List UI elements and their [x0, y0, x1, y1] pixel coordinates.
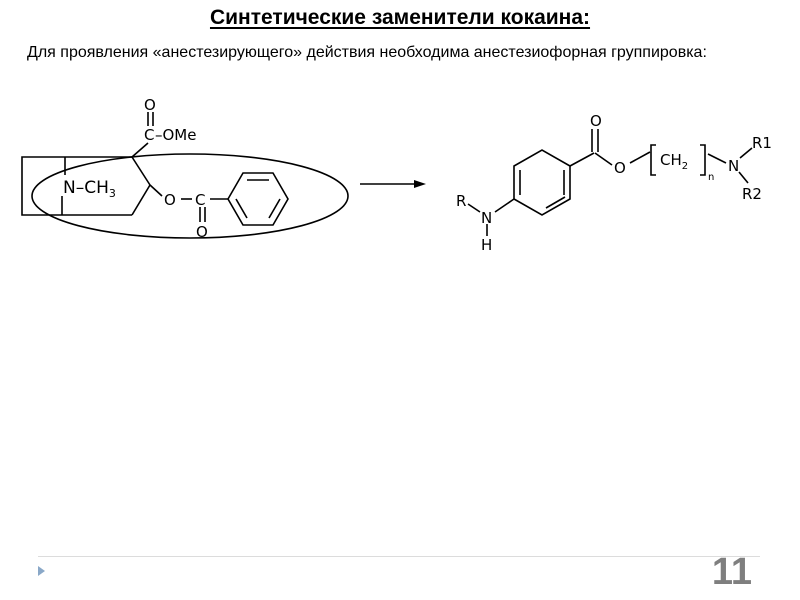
cocaine-bridge-o-label: O — [164, 191, 176, 209]
cocaine-ester-c-label: C — [144, 126, 154, 144]
pharmacophore-labels: R N H O O CH2 n N R1 R2 — [456, 112, 772, 254]
cocaine-ring-bond — [131, 156, 151, 186]
cocaine-ring-bond — [21, 156, 65, 216]
pharmacophore-benzene-ring — [513, 149, 571, 216]
pharmacophore-r-n-bond — [467, 203, 481, 213]
pharmacophore-n-subscript: n — [708, 172, 714, 183]
pharmacophore-r1-label: R1 — [752, 134, 772, 152]
cocaine-amine-text: N–CH — [63, 178, 109, 198]
cocaine-benzoyl-c-label: C — [195, 191, 205, 209]
cocaine-amine-label: N–CH3 — [63, 178, 116, 200]
pharmacophore-nh-n-label: N — [481, 209, 492, 227]
cocaine-amine-subscript: 3 — [109, 187, 116, 200]
pharmacophore-n-r1-bond — [739, 147, 753, 159]
pharmacophore-ch2-subscript: 2 — [682, 161, 688, 172]
pharmacophore-ring-carbonyl-bond — [569, 152, 595, 167]
pharmacophore-ester-o-label: O — [614, 159, 626, 177]
pharmacophore-left-bracket — [650, 144, 656, 176]
slide-title: Синтетические заменители кокаина: — [209, 6, 591, 29]
pharmacophore-n-ring-bond — [494, 198, 515, 213]
pharmacophore-r-label: R — [456, 192, 466, 210]
footer-divider — [38, 556, 760, 557]
pharmacophore-tertiary-n-label: N — [728, 157, 739, 175]
cocaine-benzene-ring — [227, 172, 289, 226]
pharmacophore-ch2-label: CH2 — [660, 151, 688, 172]
pharmacophore-ch2-text: CH — [660, 151, 682, 169]
pharmacophore-right-bracket — [700, 144, 706, 176]
cocaine-benzoyl-o-label: O — [196, 223, 208, 241]
slide-body-text: Для проявления «анестезирующего» действи… — [27, 44, 707, 61]
cocaine-benzene-double-bond — [235, 198, 248, 219]
pharmacophore-o-chain-bond — [629, 151, 651, 164]
pharmacophore-benzene-double-bond — [545, 196, 566, 209]
footer-arrow-icon — [38, 566, 45, 576]
cocaine-structure — [21, 112, 349, 239]
cocaine-labels: O C –OMe N–CH3 O C O — [63, 96, 208, 241]
pharmacophore-chain-n-bond — [707, 153, 727, 164]
cocaine-ring-bond — [131, 184, 151, 216]
cocaine-ester-ome-label: –OMe — [155, 126, 196, 144]
pharmacophore-r2-label: R2 — [742, 185, 762, 203]
cocaine-ester-bond — [131, 142, 149, 158]
cocaine-carbonyl-o-label: O — [144, 96, 156, 114]
chemistry-diagram: O C –OMe N–CH3 O C O — [21, 96, 772, 254]
pharmacophore-ester-bond — [594, 152, 613, 166]
page-number: 11 — [711, 551, 752, 593]
pharmacophore-structure — [467, 129, 753, 236]
cocaine-benzene-double-bond — [268, 198, 281, 219]
pharmacophore-highlight-ellipse — [31, 153, 349, 239]
transformation-arrow — [360, 180, 426, 188]
pharmacophore-carbonyl-o-label: O — [590, 112, 602, 130]
pharmacophore-n-r2-bond — [738, 171, 749, 184]
cocaine-ether-bond — [149, 184, 163, 197]
pharmacophore-nh-h-label: H — [481, 236, 492, 254]
